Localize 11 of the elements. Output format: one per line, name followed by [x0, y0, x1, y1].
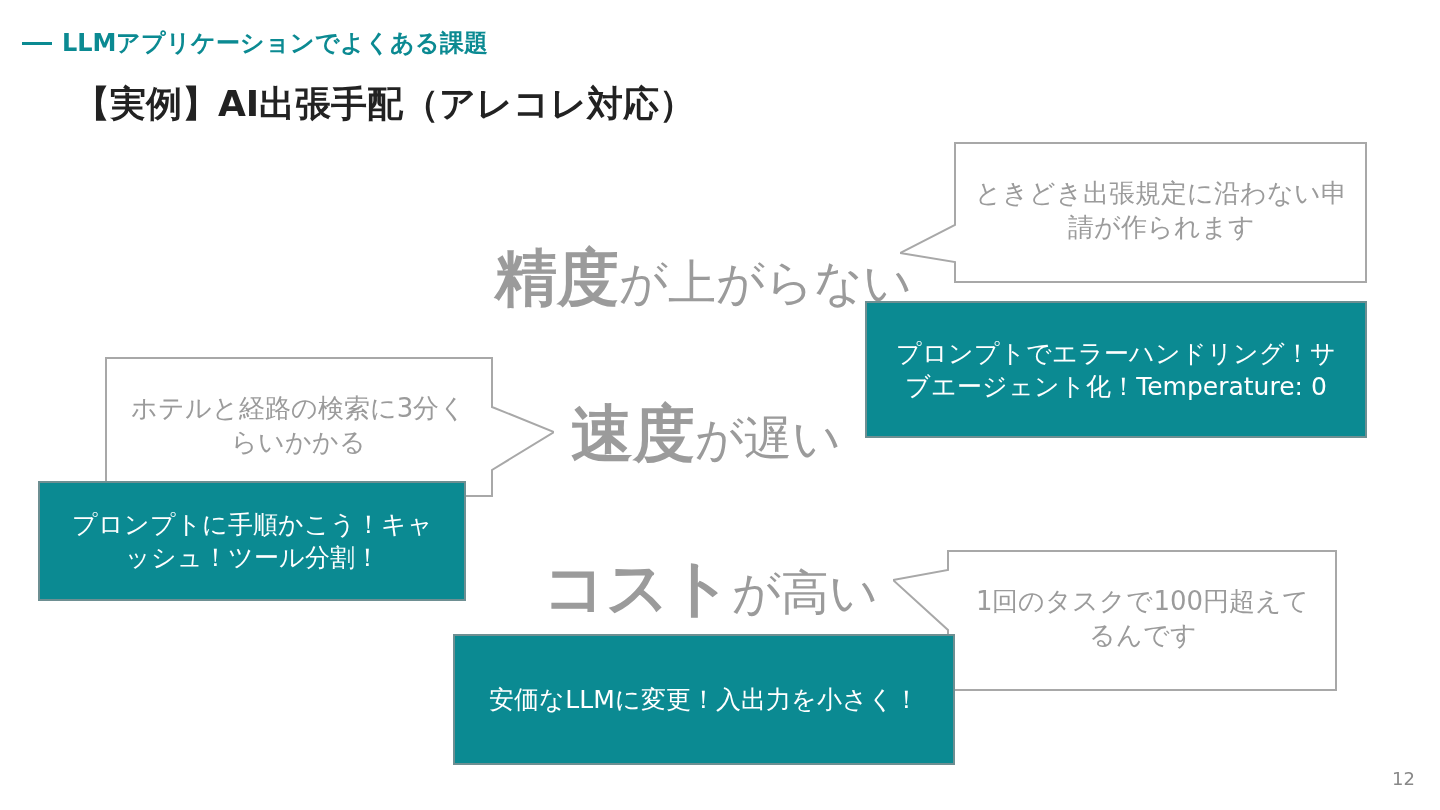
section-heading: LLMアプリケーションでよくある課題 [62, 28, 489, 59]
page-number: 12 [1392, 768, 1415, 789]
slide-title: 【実例】AI出張手配（アレコレ対応） [74, 82, 696, 126]
issue-heading: コストが高い [543, 550, 878, 626]
bubble-text: ホテルと経路の検索に3分くらいかかる [129, 392, 468, 459]
solution-box: プロンプトに手順かこう！キャッシュ！ツール分割！ [38, 481, 466, 601]
bubble-text: 1回のタスクで100円超えてるんです [974, 585, 1311, 652]
bubble-text: ときどき出張規定に沿わない申請が作られます [975, 177, 1347, 244]
solution-box: プロンプトでエラーハンドリング！サブエージェント化！Temperature: 0 [865, 301, 1367, 438]
issue-heading: 速度が遅い [571, 396, 841, 472]
solution-box: 安価なLLMに変更！入出力を小さく！ [453, 634, 955, 765]
